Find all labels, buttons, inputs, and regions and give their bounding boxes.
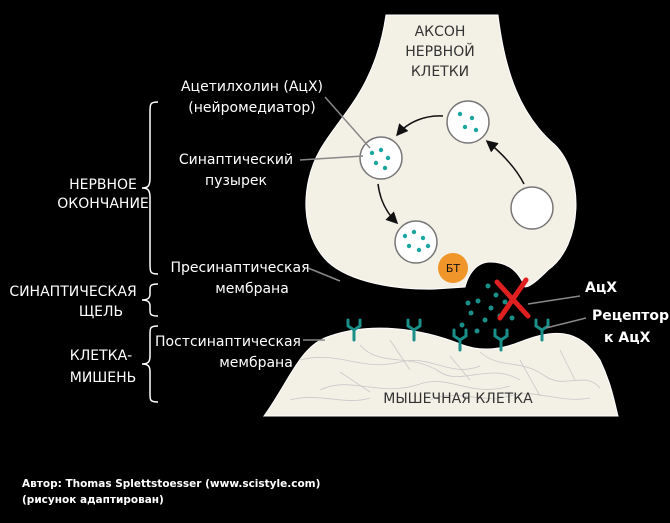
vesicle-top: [446, 100, 490, 144]
left-braces: [141, 101, 159, 403]
nerve-ending-label-1: НЕРВНОЕ: [69, 177, 137, 193]
muscle-fibers: [289, 339, 601, 401]
presynaptic-callout-1: Пресинаптическая: [170, 260, 309, 276]
vesicle-empty: [510, 186, 554, 230]
nerve-terminal: [305, 14, 577, 290]
credit-line-1: Автор: Thomas Splettstoesser (www.scisty…: [22, 478, 320, 490]
ach-callout-1: Ацетилхолин (АцХ): [181, 79, 323, 95]
ach-label: АцХ: [585, 280, 617, 296]
credit-line-2: (рисунок адаптирован): [22, 494, 164, 506]
postsynaptic-callout-1: Постсинаптическая: [155, 334, 301, 350]
cycle-arrows: [377, 115, 525, 225]
vesicle-callout-2: пузырек: [205, 173, 267, 189]
axon-label-3: КЛЕТКИ: [411, 64, 469, 80]
presynaptic-callout-2: мембрана: [215, 281, 289, 297]
vesicle-callout-1: Синаптический: [179, 152, 293, 168]
target-cell-label-1: КЛЕТКА-: [70, 348, 132, 364]
receptor-label-2: к АцХ: [604, 330, 651, 346]
vesicle-bottom: [394, 220, 438, 264]
transporter-label: БТ: [446, 262, 461, 275]
block-mark: [494, 277, 531, 321]
leader-lines: [299, 96, 587, 341]
receptors: [346, 318, 550, 352]
nerve-ending-label-2: ОКОНЧАНИЕ: [57, 196, 149, 212]
receptor-label-1: Рецептор: [592, 308, 669, 324]
muscle-cell-label: МЫШЕЧНАЯ КЛЕТКА: [383, 391, 533, 407]
cleft-label-1: СИНАПТИЧЕСКАЯ: [9, 284, 136, 300]
postsynaptic-callout-2: мембрана: [219, 355, 293, 371]
axon-label-1: АКСОН: [415, 24, 466, 40]
axon-label-2: НЕРВНОЙ: [405, 42, 474, 60]
target-cell-label-2: МИШЕНЬ: [70, 370, 137, 386]
ach-callout-2: (нейромедиатор): [188, 100, 315, 116]
transporter: БТ: [438, 253, 468, 283]
cleft-label-2: ЩЕЛЬ: [79, 304, 123, 320]
